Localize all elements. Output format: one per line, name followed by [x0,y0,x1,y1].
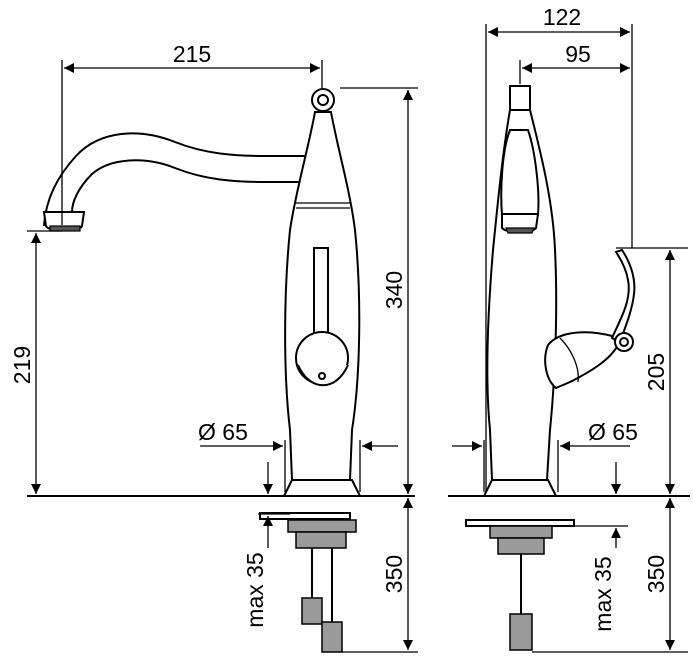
side-dimension-95: 95 [519,41,630,84]
side-washer [465,519,575,527]
front-dimension-350: 350 [342,498,418,653]
front-aerator-tip [49,225,81,232]
front-hose-nut-2 [321,621,343,653]
front-nut [287,519,357,533]
side-lever-handle [610,248,636,344]
side-dimension-350: 350 [532,498,688,653]
side-base [482,479,558,497]
front-dimension-d65: Ø 65 [198,419,398,492]
front-hole [318,372,326,380]
front-dimension-340: 340 [340,87,418,494]
side-lever [544,331,620,390]
front-dim-d65-label: Ø 65 [198,419,248,445]
side-dim-205-label: 205 [643,353,669,391]
side-dimension-max35: max 35 [574,462,628,632]
front-base [282,479,362,497]
side-dimension-d65: Ø 65 [452,419,638,492]
front-dimension-219: 219 [9,230,62,494]
side-dimension-122: 122 [485,4,633,492]
front-dim-215-label: 215 [173,41,211,67]
front-dimension-max35: max 35 [242,462,290,628]
front-washer [259,512,351,520]
front-dim-max35-label: max 35 [242,552,268,627]
side-dimension-205: 205 [616,247,688,494]
side-view-faucet [465,85,636,651]
side-dim-350-label: 350 [643,555,669,593]
side-hose-nut [509,613,533,651]
front-dim-219-label: 219 [9,346,35,384]
side-shank [497,537,545,555]
front-dim-350-label: 350 [381,555,407,593]
front-top-knob-inner [317,94,329,106]
side-nut [489,525,553,539]
front-view-faucet [42,88,362,653]
front-dim-340-label: 340 [381,271,407,309]
side-dim-d65-label: Ø 65 [588,419,638,445]
side-dim-95-label: 95 [565,41,591,67]
side-lever-face [559,337,579,383]
side-aerator-tip [505,227,535,234]
front-shank [295,531,347,549]
side-dim-max35-label: max 35 [590,556,616,631]
front-dimension-215: 215 [61,41,323,225]
side-lever-pivot-inner [619,337,629,347]
side-dim-122-label: 122 [543,4,581,30]
side-top-cap [509,85,531,111]
front-hose-nut-1 [301,597,323,625]
